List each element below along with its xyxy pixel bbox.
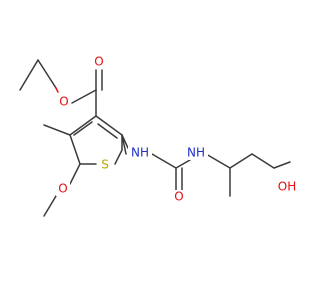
methoxy-oxygen: O [58,182,67,196]
urea-oxygen: O [174,190,183,204]
carbonyl-o-bg [92,55,106,69]
molecule-structure: O O S O NH O NH OH [19,55,298,217]
bond-nh-urea-c [151,153,177,169]
bond-urea-c-nh2 [175,159,191,169]
bond-ch3-ch2 [19,59,39,91]
hydroxyl-group: OH [278,180,296,194]
bond-o-carbonyl [71,89,97,104]
carbonyl-oxygen: O [94,55,103,69]
nh-right-atom: NH [187,146,205,160]
bond-c4-methyl [43,124,71,136]
bond-c5-o [69,163,81,185]
bond-o-ch3 [43,195,57,217]
sulfur-atom: S [101,158,109,172]
nh-left-bg [128,146,152,160]
bond-s-c2 [114,149,123,165]
hydroxyl-bg [276,180,298,194]
bond-ch2-oh [273,161,291,169]
nh-right-bg [184,146,208,160]
nh-left-atom: NH [131,146,149,160]
bond-ch-ch2 [229,153,253,169]
ester-oxygen: O [59,95,68,109]
ester-o-bg [57,95,71,109]
bond-c3-c4 [69,115,97,136]
bond-ch2-ch2 [251,153,275,169]
bond-ch2-o [37,59,57,89]
bond-o-ch2-part [55,87,59,93]
bond-nh2-ch [205,153,231,169]
bond-c2-nh-link [121,134,127,155]
urea-o-bg [172,190,186,204]
bond-c3-c4-double [73,121,93,136]
bond-c4-c5 [69,134,81,165]
bond-c2-c3 [95,115,123,136]
sulfur-bg [98,158,112,172]
methoxy-o-bg [56,182,70,196]
bond-c2-c3-double [97,123,118,139]
